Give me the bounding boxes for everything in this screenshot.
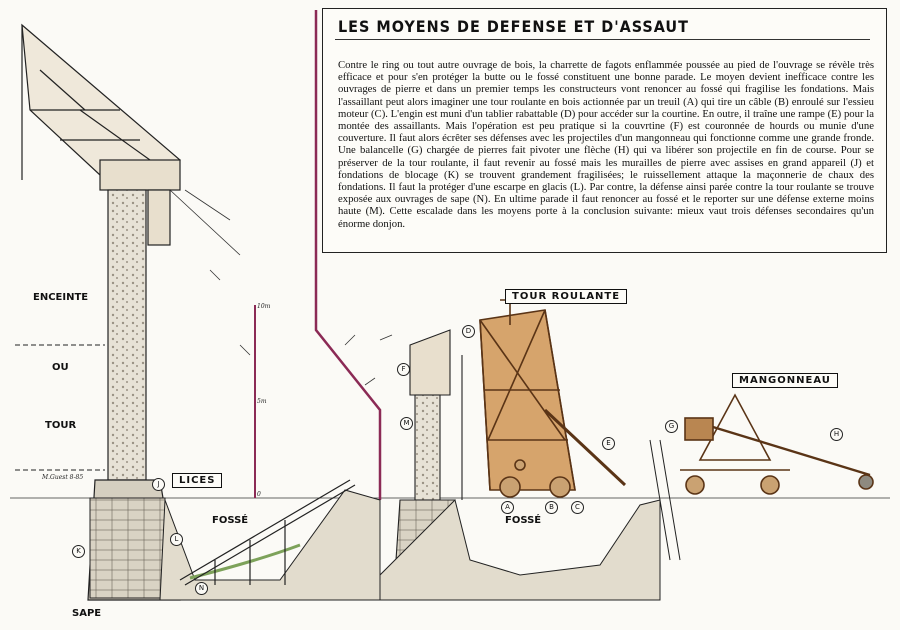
marker-l: L [170, 533, 183, 546]
page-title: LES MOYENS DE DEFENSE ET D'ASSAUT [338, 17, 689, 36]
siege-ramp [179, 479, 356, 586]
marker-d: D [462, 325, 475, 338]
marker-m: M [400, 417, 413, 430]
scale-mid: 5m [257, 398, 267, 405]
scale-top: 10m [257, 303, 271, 310]
tour-roulante-drawing [479, 295, 627, 498]
foundation-blocks [89, 497, 166, 599]
label-mangonneau: MANGONNEAU [732, 373, 838, 388]
label-enceinte: ENCEINTE [33, 292, 89, 303]
label-tour: TOUR [45, 420, 77, 431]
marker-a: A [501, 501, 514, 514]
label-sape: SAPE [72, 608, 102, 619]
label-tour-roulante: TOUR ROULANTE [505, 289, 628, 304]
arrows-decor [169, 189, 393, 386]
scale-bottom: 0 [257, 491, 261, 498]
label-ou: OU [52, 362, 69, 373]
title-rule [335, 39, 870, 40]
marker-n: N [195, 582, 208, 595]
marker-c: C [571, 501, 584, 514]
marker-f: F [397, 363, 410, 376]
marker-b: B [545, 501, 558, 514]
marker-j: J [152, 478, 165, 491]
marker-h: H [830, 428, 843, 441]
section-divider [314, 10, 382, 500]
description-box: LES MOYENS DE DEFENSE ET D'ASSAUT Contre… [322, 8, 887, 253]
marker-k: K [72, 545, 85, 558]
label-fosse-right: FOSSÉ [505, 515, 542, 526]
label-fosse-left: FOSSÉ [212, 515, 249, 526]
marker-e: E [602, 437, 615, 450]
artist-signature: M.Guest 8-85 [42, 474, 84, 481]
mangonneau-drawing [680, 393, 874, 495]
marker-g: G [665, 420, 678, 433]
description-text: Contre le ring ou tout autre ouvrage de … [338, 59, 874, 230]
label-lices: LICES [172, 473, 223, 488]
